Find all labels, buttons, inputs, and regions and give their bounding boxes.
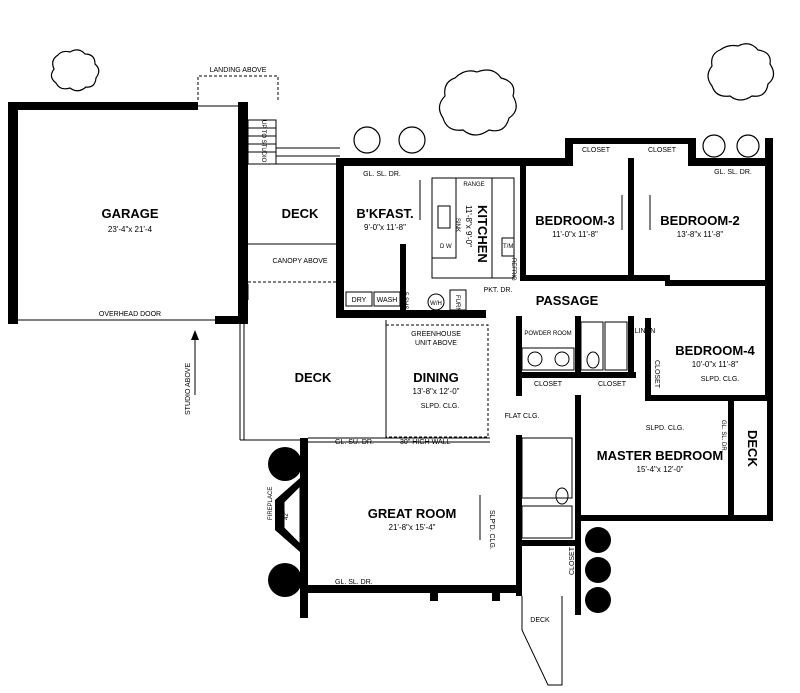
pkt-dr-label: PKT. DR. bbox=[484, 287, 513, 294]
garage bbox=[8, 102, 248, 324]
bath-fixtures bbox=[521, 321, 628, 539]
wh-label: W/H bbox=[430, 301, 442, 307]
dw-label: D W bbox=[440, 244, 452, 250]
bedroom4-dim: 10'-0"x 11'-8" bbox=[692, 360, 739, 369]
great-room-dim: 21'-8"x 15'-4" bbox=[389, 523, 436, 532]
closet-label-1: CLOSET bbox=[582, 147, 611, 154]
garage-dim: 23'-4"x 21'-4 bbox=[108, 225, 153, 234]
bedroom2-door-label: GL. SL. DR. bbox=[714, 169, 752, 176]
linen-label: LINEN bbox=[635, 328, 656, 335]
high-wall-label: 30" HIGH WALL bbox=[400, 439, 451, 446]
closet-label-5: CLOSET bbox=[653, 360, 660, 389]
deck-mid-name: DECK bbox=[295, 370, 332, 385]
laundry bbox=[345, 289, 467, 311]
fireplace-size-label: 42" bbox=[284, 511, 290, 520]
deck-top bbox=[247, 243, 338, 300]
stair bbox=[197, 75, 340, 165]
closet-label-6: CLOSET bbox=[569, 546, 576, 575]
house-walls bbox=[300, 138, 773, 618]
tree-topright-icon bbox=[707, 43, 775, 101]
shrub-dark-icon bbox=[268, 447, 611, 613]
great-door-bottom-label: GL. SL. DR. bbox=[335, 579, 373, 586]
studio-above-label: STUDIO ABOVE bbox=[185, 363, 192, 415]
canopy-above-label: CANOPY ABOVE bbox=[272, 258, 327, 265]
bedroom3-dim: 11'-0"x 11'-8" bbox=[552, 230, 598, 239]
shs-label: 5 SHS. bbox=[402, 292, 408, 311]
dining-dim: 13'-8"x 12'-0" bbox=[413, 387, 460, 396]
range-label: RANGE bbox=[463, 182, 484, 188]
flat-clg-label: FLAT CLG. bbox=[505, 413, 540, 420]
kitchen-name: KITCHEN bbox=[475, 205, 490, 263]
refrig-label: REFRIG bbox=[510, 258, 516, 281]
wash-label: WASH bbox=[377, 297, 398, 304]
up-to-studio-label: UP TO STUDIO bbox=[260, 120, 266, 163]
tm-label: T/M bbox=[503, 244, 513, 250]
deck-right-name: DECK bbox=[745, 430, 760, 467]
bkfast-door-label: GL. SL. DR. bbox=[363, 171, 401, 178]
closet-label-4: CLOSET bbox=[598, 381, 627, 388]
furn-label: FURN. bbox=[454, 295, 460, 314]
bedroom4-ceiling-label: SLPD. CLG. bbox=[701, 376, 740, 383]
landing-above-label: LANDING ABOVE bbox=[210, 67, 267, 74]
kitchen-dim: 11'-8"x 9'-0" bbox=[464, 205, 473, 247]
deck-middle bbox=[239, 324, 300, 441]
powder-room-label: POWDER ROOM bbox=[524, 331, 571, 337]
dining-name: DINING bbox=[413, 370, 459, 385]
fireplace-label: FIREPLACE bbox=[268, 487, 274, 520]
deck-bottom-name: DECK bbox=[530, 617, 550, 624]
great-door-top-label: GL. SU. DR. bbox=[335, 439, 374, 446]
overhead-door-label: OVERHEAD DOOR bbox=[99, 311, 161, 318]
master-ceiling-label: SLPD. CLG. bbox=[646, 425, 685, 432]
bkfast-dim: 9'-0"x 11'-8" bbox=[364, 223, 406, 232]
bedroom2-name: BEDROOM-2 bbox=[660, 213, 739, 228]
bkfast-name: B'KFAST. bbox=[356, 206, 413, 221]
master-name: MASTER BEDROOM bbox=[597, 448, 723, 463]
sink-label: SINK bbox=[454, 218, 460, 232]
master-dim: 15'-4"x 12'-0" bbox=[637, 465, 684, 474]
arrows bbox=[191, 180, 651, 540]
great-ceiling-label: SLP'D. CLG. bbox=[488, 510, 495, 550]
closet-label-3: CLOSET bbox=[534, 381, 563, 388]
shrub-top-icon bbox=[353, 126, 760, 158]
garage-name: GARAGE bbox=[101, 206, 158, 221]
dining-ceiling-label: SLPD. CLG. bbox=[421, 403, 460, 410]
closet-label-2: CLOSET bbox=[648, 147, 677, 154]
tree-topleft-icon bbox=[50, 49, 100, 92]
great-room-name: GREAT ROOM bbox=[368, 506, 457, 521]
dining-area bbox=[308, 320, 490, 443]
unit-above-label: UNIT ABOVE bbox=[415, 340, 457, 347]
dry-label: DRY bbox=[352, 297, 367, 304]
master-door-label: GL. SL. DR. bbox=[720, 420, 726, 453]
deck-top-name: DECK bbox=[282, 206, 319, 221]
greenhouse-label: GREENHOUSE bbox=[411, 331, 461, 338]
bedroom4-name: BEDROOM-4 bbox=[675, 343, 755, 358]
deck-bottom bbox=[521, 596, 563, 686]
tree-topcenter-icon bbox=[438, 69, 517, 136]
bedroom2-dim: 13'-8"x 11'-8" bbox=[677, 230, 724, 239]
passage-name: PASSAGE bbox=[536, 293, 599, 308]
shelf-label: SHELF bbox=[361, 311, 384, 318]
bedroom3-name: BEDROOM-3 bbox=[535, 213, 614, 228]
kitchen-fixtures bbox=[431, 177, 515, 279]
fireplace-icon bbox=[275, 478, 301, 552]
